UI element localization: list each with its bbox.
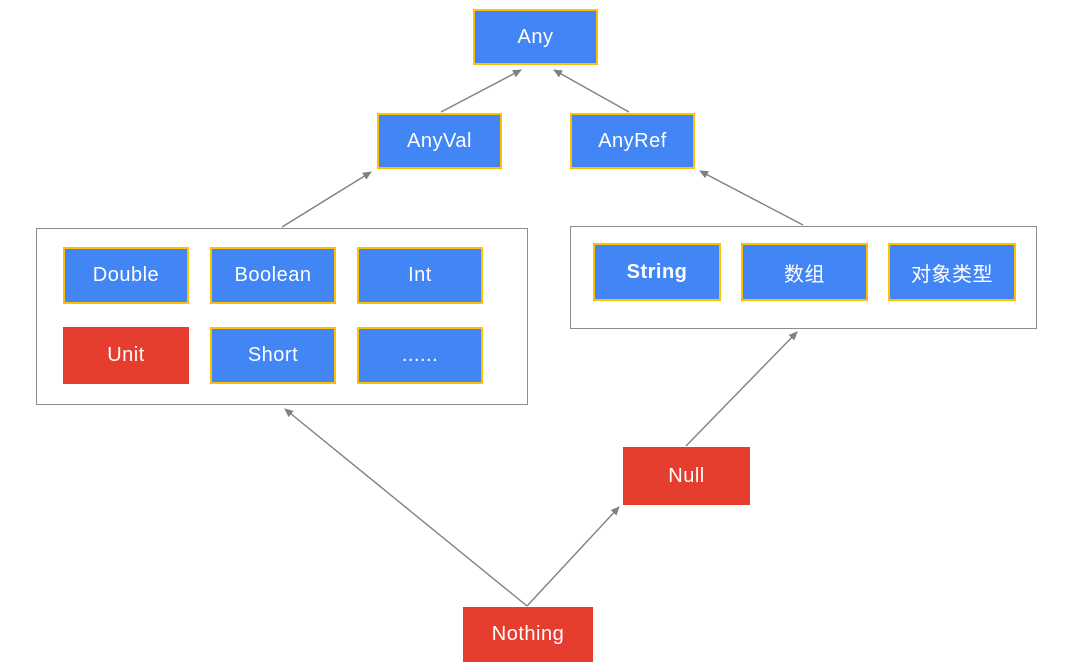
type-box-string: String (593, 243, 721, 301)
type-box-any: Any (473, 9, 598, 65)
type-box-null: Null (623, 447, 750, 505)
type-box-anyval: AnyVal (377, 113, 502, 169)
arrow-anyref-to-any (553, 69, 630, 113)
arrow-anyval-to-any (440, 69, 522, 113)
group-box-reference-types (570, 226, 1037, 329)
type-box-unit: Unit (63, 327, 189, 384)
type-box-double: Double (63, 247, 189, 304)
type-box-nothing: Nothing (463, 607, 593, 662)
type-box-short: Short (210, 327, 336, 384)
arrow-reftypes-to-anyref (699, 170, 804, 226)
type-box-array: 数组 (741, 243, 868, 301)
arrow-nothing-to-null (526, 506, 620, 607)
type-box-boolean: Boolean (210, 247, 336, 304)
type-box-anyref: AnyRef (570, 113, 695, 169)
arrow-nothing-to-valuetypes (284, 408, 528, 607)
type-box-int: Int (357, 247, 483, 304)
type-box-ellipsis: ...... (357, 327, 483, 384)
arrow-valuetypes-to-anyval (281, 171, 372, 228)
group-box-value-types (36, 228, 528, 405)
arrow-null-to-reftypes (685, 331, 798, 447)
type-box-object-types: 对象类型 (888, 243, 1016, 301)
